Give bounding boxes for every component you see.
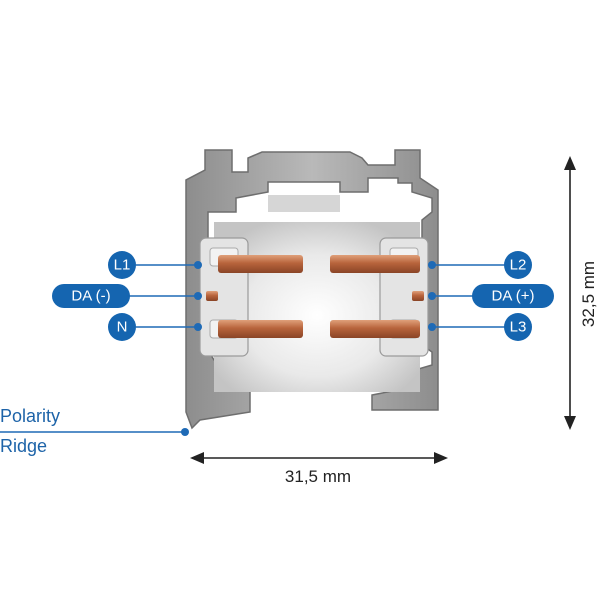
height-dimension-text: 32,5 mm (579, 261, 598, 327)
conductor-da-minus (206, 291, 218, 301)
conductor-l3 (330, 320, 420, 338)
label-da-minus-text: DA (-) (71, 288, 110, 305)
arrow-up-icon (564, 156, 576, 170)
conductor-n (218, 320, 303, 338)
leader-lines (0, 264, 508, 433)
label-da-minus: DA (-) (52, 284, 130, 308)
label-l3-text: L3 (510, 319, 527, 336)
label-da-plus: DA (+) (472, 284, 554, 308)
width-dimension-text: 31,5 mm (285, 467, 351, 486)
height-dimension: 32,5 mm (564, 156, 598, 430)
label-l2-text: L2 (510, 257, 527, 274)
polarity-ridge-label-line2: Ridge (0, 436, 47, 456)
conductor-l2 (330, 255, 420, 273)
width-dimension: 31,5 mm (190, 452, 448, 486)
label-da-plus-text: DA (+) (492, 288, 535, 305)
conductor-da-plus (412, 291, 424, 301)
label-l1-text: L1 (114, 257, 131, 274)
label-l3: L3 (504, 313, 532, 341)
leader-dots (181, 261, 436, 436)
conductor-l1 (218, 255, 303, 273)
label-l1: L1 (108, 251, 136, 279)
label-l2: L2 (504, 251, 532, 279)
label-n: N (108, 313, 136, 341)
arrow-right-icon (434, 452, 448, 464)
arrow-down-icon (564, 416, 576, 430)
polarity-ridge-label-line1: Polarity (0, 406, 60, 426)
arrow-left-icon (190, 452, 204, 464)
label-n-text: N (117, 319, 128, 336)
